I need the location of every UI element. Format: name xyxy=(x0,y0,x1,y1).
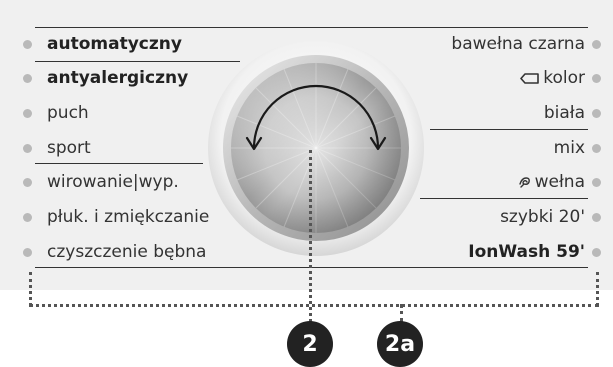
indicator-dot xyxy=(592,144,601,153)
program-label-kolor: kolor xyxy=(543,68,585,88)
right-group-separator-2 xyxy=(420,198,588,199)
program-item-kolor[interactable]: kolor xyxy=(520,68,585,88)
right-group-separator-1 xyxy=(430,129,588,130)
right-bracket-line xyxy=(596,272,599,306)
color-tag-icon xyxy=(520,72,540,84)
indicator-dot xyxy=(592,178,601,187)
ring-callout-line xyxy=(400,304,403,322)
program-label-puch[interactable]: puch xyxy=(47,103,89,123)
program-label-plukanie[interactable]: płuk. i zmiękczanie xyxy=(47,207,210,227)
indicator-dot xyxy=(23,109,32,118)
knob-graphic xyxy=(208,40,424,256)
program-label-automatyczny[interactable]: automatyczny xyxy=(47,34,182,54)
knob-callout-badge: 2 xyxy=(287,321,333,367)
program-label-antyalergiczny[interactable]: antyalergiczny xyxy=(47,68,189,88)
indicator-dot xyxy=(23,74,32,83)
program-label-mix[interactable]: mix xyxy=(553,138,585,158)
wool-icon xyxy=(518,177,530,188)
left-bracket-line xyxy=(29,272,32,306)
program-label-sport[interactable]: sport xyxy=(47,138,91,158)
program-label-ionwash[interactable]: IonWash 59' xyxy=(468,242,585,262)
indicator-dot xyxy=(23,248,32,257)
indicator-dot xyxy=(592,248,601,257)
program-label-welna: wełna xyxy=(534,172,585,192)
program-label-biala[interactable]: biała xyxy=(543,103,585,123)
indicator-dot xyxy=(592,40,601,49)
indicator-dot xyxy=(592,74,601,83)
bottom-bracket-line xyxy=(29,304,599,307)
left-group-separator-2 xyxy=(35,163,203,164)
program-label-szybki[interactable]: szybki 20' xyxy=(500,207,585,227)
program-label-wirowanie[interactable]: wirowanie|wyp. xyxy=(47,172,179,192)
indicator-dot xyxy=(23,144,32,153)
program-item-welna[interactable]: wełna xyxy=(518,172,585,192)
program-label-czyszczenie-bebna[interactable]: czyszczenie bębna xyxy=(47,242,207,262)
indicator-dot xyxy=(23,213,32,222)
top-separator xyxy=(35,27,588,28)
indicator-dot xyxy=(592,109,601,118)
knob-callout-line xyxy=(309,150,312,322)
program-selector-knob[interactable] xyxy=(206,38,426,258)
indicator-dot xyxy=(23,178,32,187)
left-group-separator-1 xyxy=(35,61,240,62)
program-ring-callout-badge: 2a xyxy=(377,321,423,367)
indicator-dot xyxy=(592,213,601,222)
indicator-dot xyxy=(23,40,32,49)
program-label-bawelna-czarna[interactable]: bawełna czarna xyxy=(451,34,585,54)
